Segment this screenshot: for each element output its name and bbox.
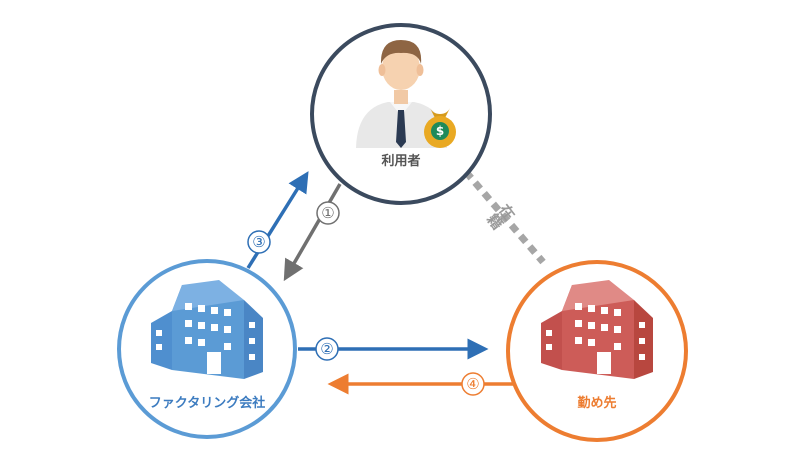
employer-node: 勤め先 (506, 260, 688, 442)
factoring-label: ファクタリング会社 (149, 395, 265, 411)
arrow-step-1 (283, 183, 342, 282)
employment-link (463, 169, 546, 265)
money-bag-icon: $ (424, 108, 456, 148)
step-3-number: ③ (252, 233, 265, 251)
step-4-badge: ④ (461, 372, 485, 396)
money-bag-symbol: $ (436, 124, 444, 138)
step-2-badge: ② (315, 337, 339, 361)
employer-label: 勤め先 (577, 395, 616, 411)
step-2-number: ② (320, 340, 333, 358)
user-label: 利用者 (381, 153, 420, 169)
user-node: $ 利用者 (310, 23, 492, 205)
arrow-step-3 (246, 171, 309, 269)
building-icon (541, 280, 653, 379)
building-icon (151, 280, 263, 379)
person-icon (356, 40, 447, 148)
step-1-number: ① (321, 204, 334, 222)
step-4-number: ④ (466, 375, 479, 393)
factoring-node: ファクタリング会社 (117, 259, 297, 439)
step-1-badge: ① (316, 201, 340, 225)
step-3-badge: ③ (247, 230, 271, 254)
